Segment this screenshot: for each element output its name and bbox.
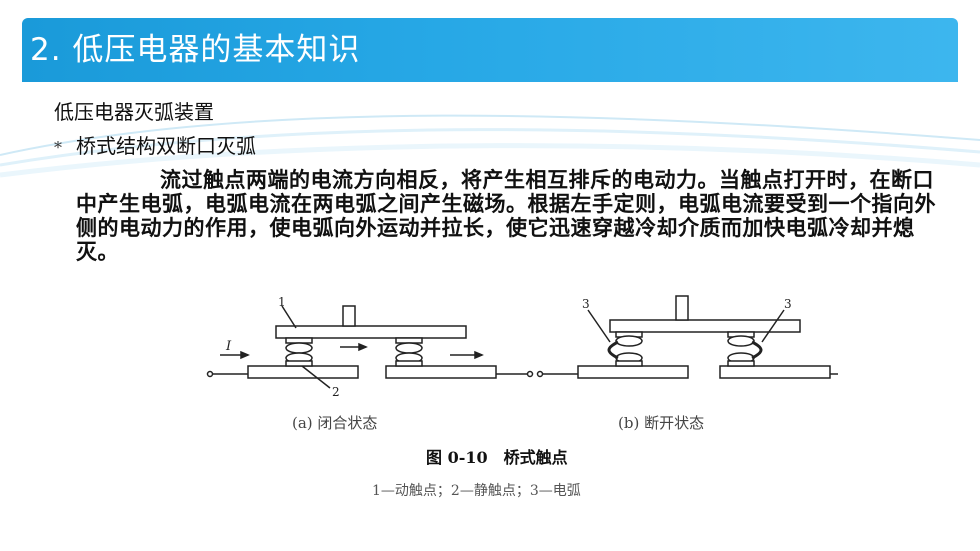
figure-b-open (536, 295, 838, 379)
bullet-mark: * (54, 138, 62, 157)
caption-b: (b) 断开状态 (618, 414, 705, 432)
slide-title: 2. 低压电器的基本知识 (30, 32, 361, 68)
bridge-contact-figure: 1 2 I 3 3 (206, 295, 838, 399)
figure-a-closed (206, 305, 534, 389)
subtitle: 低压电器灭弧装置 (54, 100, 214, 124)
label-a-current: I (225, 339, 232, 354)
caption-a: (a) 闭合状态 (292, 414, 378, 432)
bullet-item: * 桥式结构双断口灭弧 (54, 131, 256, 163)
figure-title: 图 0-10 桥式触点 (426, 448, 568, 467)
label-a-2: 2 (332, 385, 340, 399)
label-a-1: 1 (278, 295, 286, 309)
figure-legend: 1—动触点；2—静触点；3—电弧 (372, 483, 581, 499)
label-b-3-right: 3 (784, 297, 792, 311)
title-bar (22, 18, 958, 82)
decorative-swoosh (0, 114, 980, 178)
label-b-3-left: 3 (582, 297, 590, 311)
body-paragraph: 流过触点两端的电流方向相反，将产生相互排斥的电动力。当触点打开时，在断口中产生电… (76, 167, 936, 264)
bullet-text: 桥式结构双断口灭弧 (76, 134, 256, 158)
